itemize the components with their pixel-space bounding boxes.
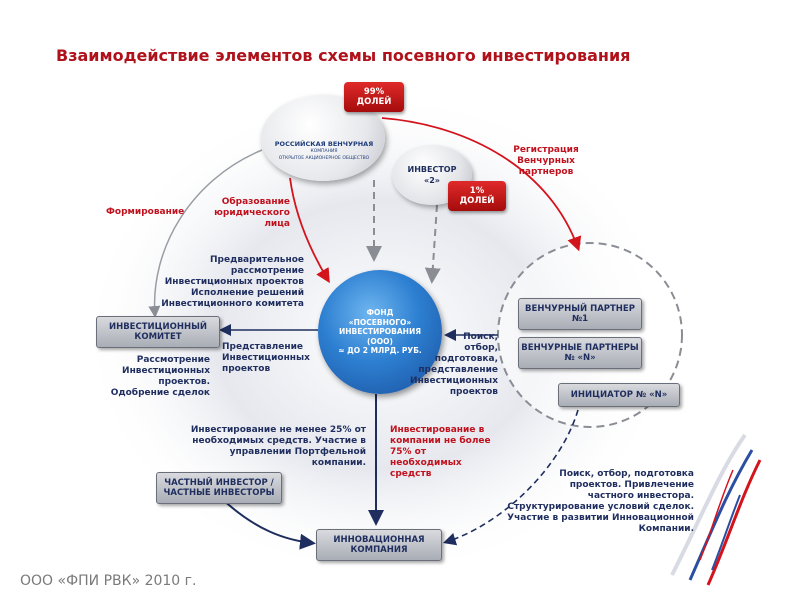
representation-line: Инвестиционных: [222, 353, 310, 363]
vp1-line-2: №1: [571, 314, 589, 324]
committee-review-label: Рассмотрение Инвестиционных проектов. Од…: [96, 355, 210, 399]
prelim-line: рассмотрение: [230, 266, 304, 276]
legal-entity-label: Образование юридического лица: [206, 197, 290, 230]
flag-swoosh-icon: [670, 433, 762, 586]
initiator-innovation-dashed: [442, 409, 579, 546]
rvk-share-percent: 99%: [363, 87, 385, 97]
prelim-line: Предварительное: [210, 255, 304, 265]
private-investor-box: ЧАСТНЫЙ ИНВЕСТОР / ЧАСТНЫЕ ИНВЕСТОРЫ: [156, 472, 282, 504]
registration-line: Регистрация: [513, 145, 579, 155]
invest-max-line: средств: [390, 469, 432, 479]
search-line: подготовка,: [434, 354, 498, 364]
search-bottom-line: Структурирование условий сделок.: [507, 502, 694, 512]
representation-label: Представление Инвестиционных проектов: [222, 342, 310, 375]
search-line: проектов: [449, 387, 498, 397]
investor2-share-percent: 1%: [469, 186, 485, 196]
investor2-label: ИНВЕСТОР: [407, 165, 457, 174]
fund-line-4: (ООО): [367, 336, 393, 346]
investor2-share-badge: 1% ДОЛЕЙ: [448, 181, 506, 211]
private-line-2: ЧАСТНЫЕ ИНВЕСТОРЫ: [163, 488, 275, 498]
venture-partner-1-box: ВЕНЧУРНЫЙ ПАРТНЕР №1: [518, 298, 642, 330]
search-bottom-line: Поиск, отбор, подготовка: [559, 469, 694, 479]
review-line: Инвестиционных: [122, 366, 210, 376]
prelim-line: Исполнение решений: [191, 288, 304, 298]
project-search-label: Поиск, отбор, подготовка, представление …: [410, 332, 498, 398]
private-innovation-arrow: [219, 496, 316, 550]
investor2-fund-dashed: [424, 204, 441, 284]
initiator-box: ИНИЦИАТОР № «N»: [558, 383, 680, 407]
representation-line: Представление: [222, 342, 303, 352]
fund-line-3: ИНВЕСТИРОВАНИЯ: [338, 327, 421, 337]
invest-min-line: управлении Портфельной: [229, 447, 366, 457]
fund-investment-label: Инвестирование в компании не более 75% о…: [390, 425, 491, 480]
page-title: Взаимодействие элементов схемы посевного…: [56, 46, 631, 65]
formation-arrow: [148, 149, 263, 318]
formation-text: Формирование: [106, 207, 185, 217]
private-line-1: ЧАСТНЫЙ ИНВЕСТОР /: [164, 478, 274, 488]
search-bottom-line: частного инвестора.: [587, 491, 694, 501]
registration-arrow: [381, 117, 582, 252]
review-line: Одобрение сделок: [110, 388, 210, 398]
initiator-label: ИНИЦИАТОР № «N»: [570, 390, 668, 400]
representation-line: проектов: [222, 364, 271, 374]
search-line: отбор,: [464, 343, 498, 353]
committee-line-1: ИНВЕСТИЦИОННЫЙ: [108, 322, 208, 332]
rvk-share-badge: 99% ДОЛЕЙ: [344, 82, 404, 112]
search-line: Инвестиционных: [410, 376, 498, 386]
preliminary-review-label: Предварительное рассмотрение Инвестицион…: [160, 255, 304, 310]
fund-line-2: «ПОСЕВНОГО»: [348, 317, 412, 327]
search-line: Поиск,: [463, 332, 498, 342]
registration-line: партнеров: [518, 167, 574, 177]
vpn-line-1: ВЕНЧУРНЫЕ ПАРТНЕРЫ: [521, 343, 639, 353]
registration-label: Регистрация Венчурных партнеров: [500, 145, 592, 178]
legal-entity-line: Образование: [221, 197, 290, 207]
seed-fund-node: ФОНД «ПОСЕВНОГО» ИНВЕСТИРОВАНИЯ (ООО) ≈ …: [318, 270, 442, 394]
investor2-share-unit: ДОЛЕЙ: [459, 196, 495, 206]
committee-line-2: КОМИТЕТ: [134, 332, 182, 342]
rvk-name: РОССИЙСКАЯ ВЕНЧУРНАЯ: [274, 140, 374, 148]
fund-line-5: ≈ ДО 2 МЛРД. РУБ.: [338, 346, 422, 356]
prelim-line: Инвестиционных проектов: [164, 277, 304, 287]
rvk-share-unit: ДОЛЕЙ: [356, 97, 392, 107]
initiator-activities-label: Поиск, отбор, подготовка проектов. Привл…: [480, 469, 694, 535]
venture-partners-n-box: ВЕНЧУРНЫЕ ПАРТНЕРЫ № «N»: [518, 337, 642, 369]
invest-max-line: необходимых: [390, 458, 462, 468]
review-line: Рассмотрение: [136, 355, 210, 365]
prelim-line: Инвестиционного комитета: [161, 299, 304, 309]
rvk-subtitle: КОМПАНИЯ: [310, 149, 338, 154]
registration-line: Венчурных: [517, 156, 575, 166]
invest-min-line: компании.: [311, 458, 366, 468]
review-line: проектов.: [158, 377, 210, 387]
search-bottom-line: Участие в развитии Инновационной: [507, 513, 694, 523]
vp1-line-1: ВЕНЧУРНЫЙ ПАРТНЕР: [525, 304, 635, 314]
invest-min-line: Инвестирование не менее 25% от: [190, 425, 366, 435]
innovation-line-2: КОМПАНИЯ: [350, 545, 408, 555]
innovation-line-1: ИННОВАЦИОННАЯ: [333, 535, 425, 545]
invest-max-line: 75% от: [390, 447, 427, 457]
formation-label: Формирование: [106, 207, 184, 218]
investor2-number: «2»: [424, 176, 440, 185]
footer-copyright: ООО «ФПИ РВК» 2010 г.: [20, 573, 197, 589]
legal-entity-arrow: [289, 177, 330, 284]
private-investment-label: Инвестирование не менее 25% от необходим…: [168, 425, 366, 469]
vpn-line-2: № «N»: [564, 353, 596, 363]
search-line: представление: [418, 365, 498, 375]
investment-committee-box: ИНВЕСТИЦИОННЫЙ КОМИТЕТ: [96, 316, 220, 348]
fund-line-1: ФОНД: [366, 308, 394, 318]
invest-max-line: компании не более: [390, 436, 491, 446]
rvk-legal-form: ОТКРЫТОЕ АКЦИОНЕРНОЕ ОБЩЕСТВО: [278, 156, 370, 161]
legal-entity-line: лица: [264, 219, 290, 229]
innovation-company-box: ИННОВАЦИОННАЯ КОМПАНИЯ: [316, 529, 442, 561]
invest-max-line: Инвестирование в: [390, 425, 485, 435]
search-bottom-line: Компании.: [638, 524, 694, 534]
search-bottom-line: проектов. Привлечение: [569, 480, 694, 490]
legal-entity-line: юридического: [214, 208, 290, 218]
invest-min-line: необходимых средств. Участие в: [192, 436, 366, 446]
